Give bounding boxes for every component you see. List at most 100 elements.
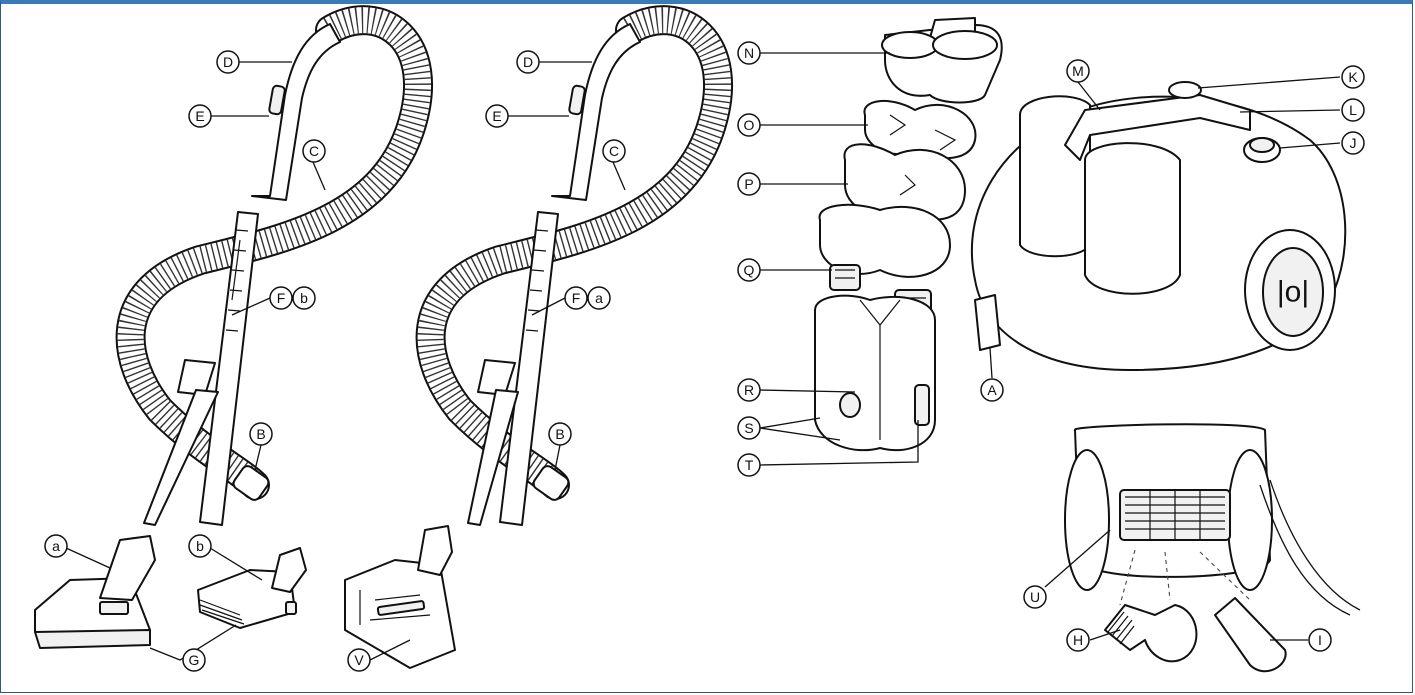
svg-text:H: H [1073, 632, 1083, 648]
handle-middle [551, 23, 641, 201]
handle-left [251, 23, 341, 201]
svg-text:E: E [492, 108, 501, 124]
vacuum-body: |o| [970, 81, 1347, 371]
svg-text:U: U [1030, 589, 1040, 605]
svg-text:b: b [300, 290, 308, 306]
nozzle-a-pedal [99, 601, 129, 615]
dusting-brush [1104, 604, 1198, 663]
svg-text:a: a [595, 290, 603, 306]
handle-button-middle [568, 84, 586, 116]
underside-wheel-right [1227, 449, 1273, 591]
callout-U: U [1023, 585, 1047, 609]
power-dial-top [1249, 137, 1275, 153]
svg-text:R: R [744, 382, 754, 398]
callout-S: S [737, 416, 761, 440]
svg-text:J: J [1350, 135, 1357, 151]
callout-P: P [737, 172, 761, 196]
left-assembly [34, 5, 434, 649]
svg-text:F: F [572, 290, 581, 306]
body-logo: |o| [1277, 276, 1309, 309]
turbo-nozzle [344, 559, 456, 669]
callout-T: T [737, 453, 761, 477]
callout-V: V [347, 648, 371, 672]
callout-O: O [737, 113, 761, 137]
svg-text:E: E [195, 108, 204, 124]
callout-I: I [1308, 628, 1332, 652]
tube-lower-left [143, 389, 219, 526]
svg-text:I: I [1318, 632, 1322, 648]
suction-inlet [974, 294, 1001, 351]
floor-nozzle-a-edge [34, 629, 151, 649]
svg-text:D: D [523, 54, 533, 70]
callout-F-left: F [269, 286, 293, 310]
svg-text:b: b [196, 538, 204, 554]
hose-middle [415, 5, 734, 500]
nozzle-b-pedal [285, 601, 297, 615]
tube-lower-middle [467, 389, 519, 526]
svg-text:T: T [745, 457, 754, 473]
hose-left [115, 5, 434, 500]
container-latch [914, 384, 930, 426]
carry-handle [1064, 94, 1251, 161]
svg-text:Q: Q [744, 262, 755, 278]
callout-F-middle: F [564, 286, 588, 310]
callout-a-nozzle: a [44, 534, 68, 558]
container-lid [881, 17, 1003, 104]
svg-text:a: a [52, 538, 60, 554]
nozzle-b-neck [271, 547, 307, 593]
callout-B-middle: B [548, 422, 572, 446]
callout-C-middle: C [602, 139, 626, 163]
callout-R: R [737, 378, 761, 402]
callout-L: L [1341, 98, 1365, 122]
wheel-hub [1262, 247, 1324, 337]
svg-text:O: O [744, 117, 755, 133]
svg-text:A: A [987, 382, 997, 398]
turbo-nozzle-window [376, 600, 426, 616]
svg-text:D: D [223, 54, 233, 70]
hose-connector-middle [532, 465, 570, 501]
container-release-button [839, 392, 861, 418]
callout-M: M [1066, 59, 1090, 83]
callout-N: N [737, 41, 761, 65]
svg-text:F: F [277, 290, 286, 306]
svg-text:M: M [1072, 63, 1084, 79]
svg-text:C: C [309, 143, 319, 159]
svg-text:C: C [609, 143, 619, 159]
svg-text:P: P [744, 176, 753, 192]
callout-K: K [1341, 65, 1365, 89]
underside-detail [1064, 423, 1361, 673]
dust-container [814, 294, 936, 452]
underside-wheel-left [1064, 449, 1110, 591]
svg-text:B: B [256, 426, 265, 442]
crevice-nozzle [1214, 597, 1287, 673]
callout-C-left: C [302, 139, 326, 163]
callout-D-middle: D [516, 50, 540, 74]
middle-assembly [344, 5, 734, 669]
nozzle-a-neck [99, 535, 156, 601]
leader-lines [65, 52, 1341, 661]
tube-upper-left [199, 211, 259, 526]
svg-text:S: S [744, 420, 753, 436]
svg-text:B: B [555, 426, 564, 442]
callout-J: J [1341, 131, 1365, 155]
callouts: D E C F b B a b G D E C F a B V N O P Q … [44, 41, 1365, 672]
callout-E-middle: E [485, 104, 509, 128]
callout-B-left: B [249, 422, 273, 446]
svg-text:N: N [744, 45, 754, 61]
turbo-nozzle-neck [417, 525, 453, 576]
handle-button-left [268, 84, 286, 116]
callout-G: G [182, 648, 206, 672]
cord-rewind-button [1168, 81, 1202, 99]
callout-b-nozzle: b [188, 534, 212, 558]
callout-b-tube: b [292, 286, 316, 310]
tube-upper-middle [499, 211, 559, 526]
body-tank-right [1084, 142, 1181, 295]
callout-a-tube: a [587, 286, 611, 310]
svg-text:G: G [189, 652, 200, 668]
svg-text:V: V [354, 652, 364, 668]
callout-D-left: D [216, 50, 240, 74]
callout-A: A [980, 378, 1004, 402]
svg-text:K: K [1348, 69, 1358, 85]
hose-connector-left [232, 465, 270, 501]
